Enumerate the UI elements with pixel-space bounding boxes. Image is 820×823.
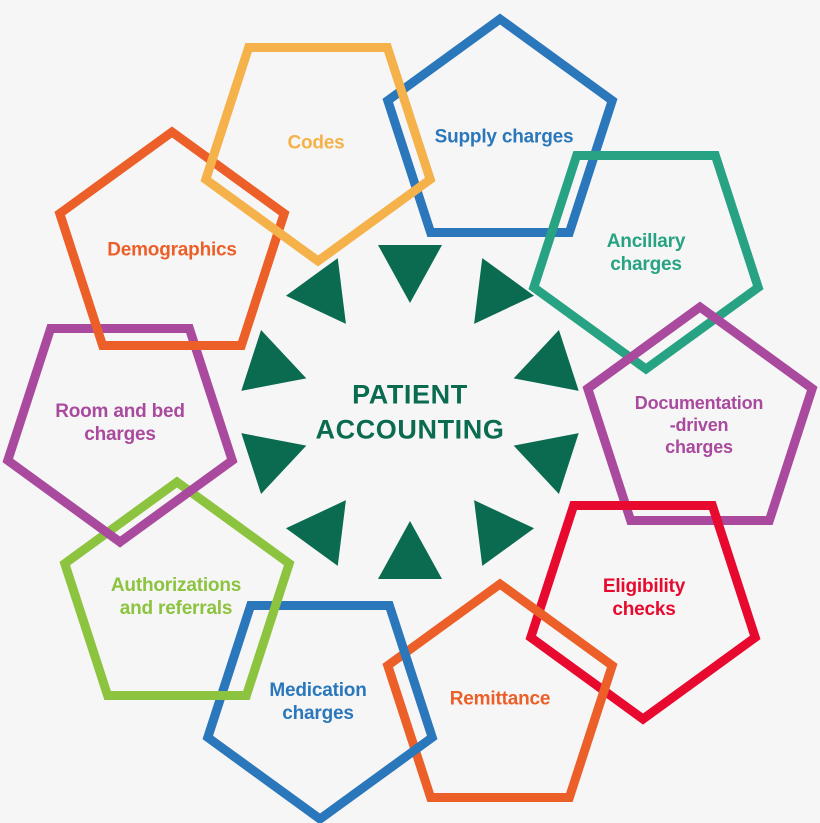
inward-arrow-icon <box>285 258 346 324</box>
inward-arrow-icon <box>285 500 346 566</box>
petal-codes[interactable] <box>200 43 436 267</box>
inward-arrow-icon <box>241 329 307 391</box>
petal-shape-group <box>2 13 818 823</box>
inward-arrow-icon <box>474 500 535 566</box>
arrow-triangle-group <box>241 245 579 579</box>
inward-arrow-icon <box>513 433 579 495</box>
inward-arrow-icon <box>378 521 442 579</box>
inward-arrow-icon <box>378 245 442 303</box>
inward-arrow-icon <box>241 433 307 495</box>
petal-supply-charges[interactable] <box>382 13 618 237</box>
inward-arrow-icon <box>513 329 579 391</box>
inward-arrow-icon <box>474 258 535 324</box>
center-title: PATIENT ACCOUNTING <box>315 379 505 444</box>
petal-room-and-bed-charges[interactable] <box>2 324 238 548</box>
petal-documentation-driven-charges[interactable] <box>582 301 818 525</box>
petal-authorizations-and-referrals[interactable] <box>59 476 295 700</box>
